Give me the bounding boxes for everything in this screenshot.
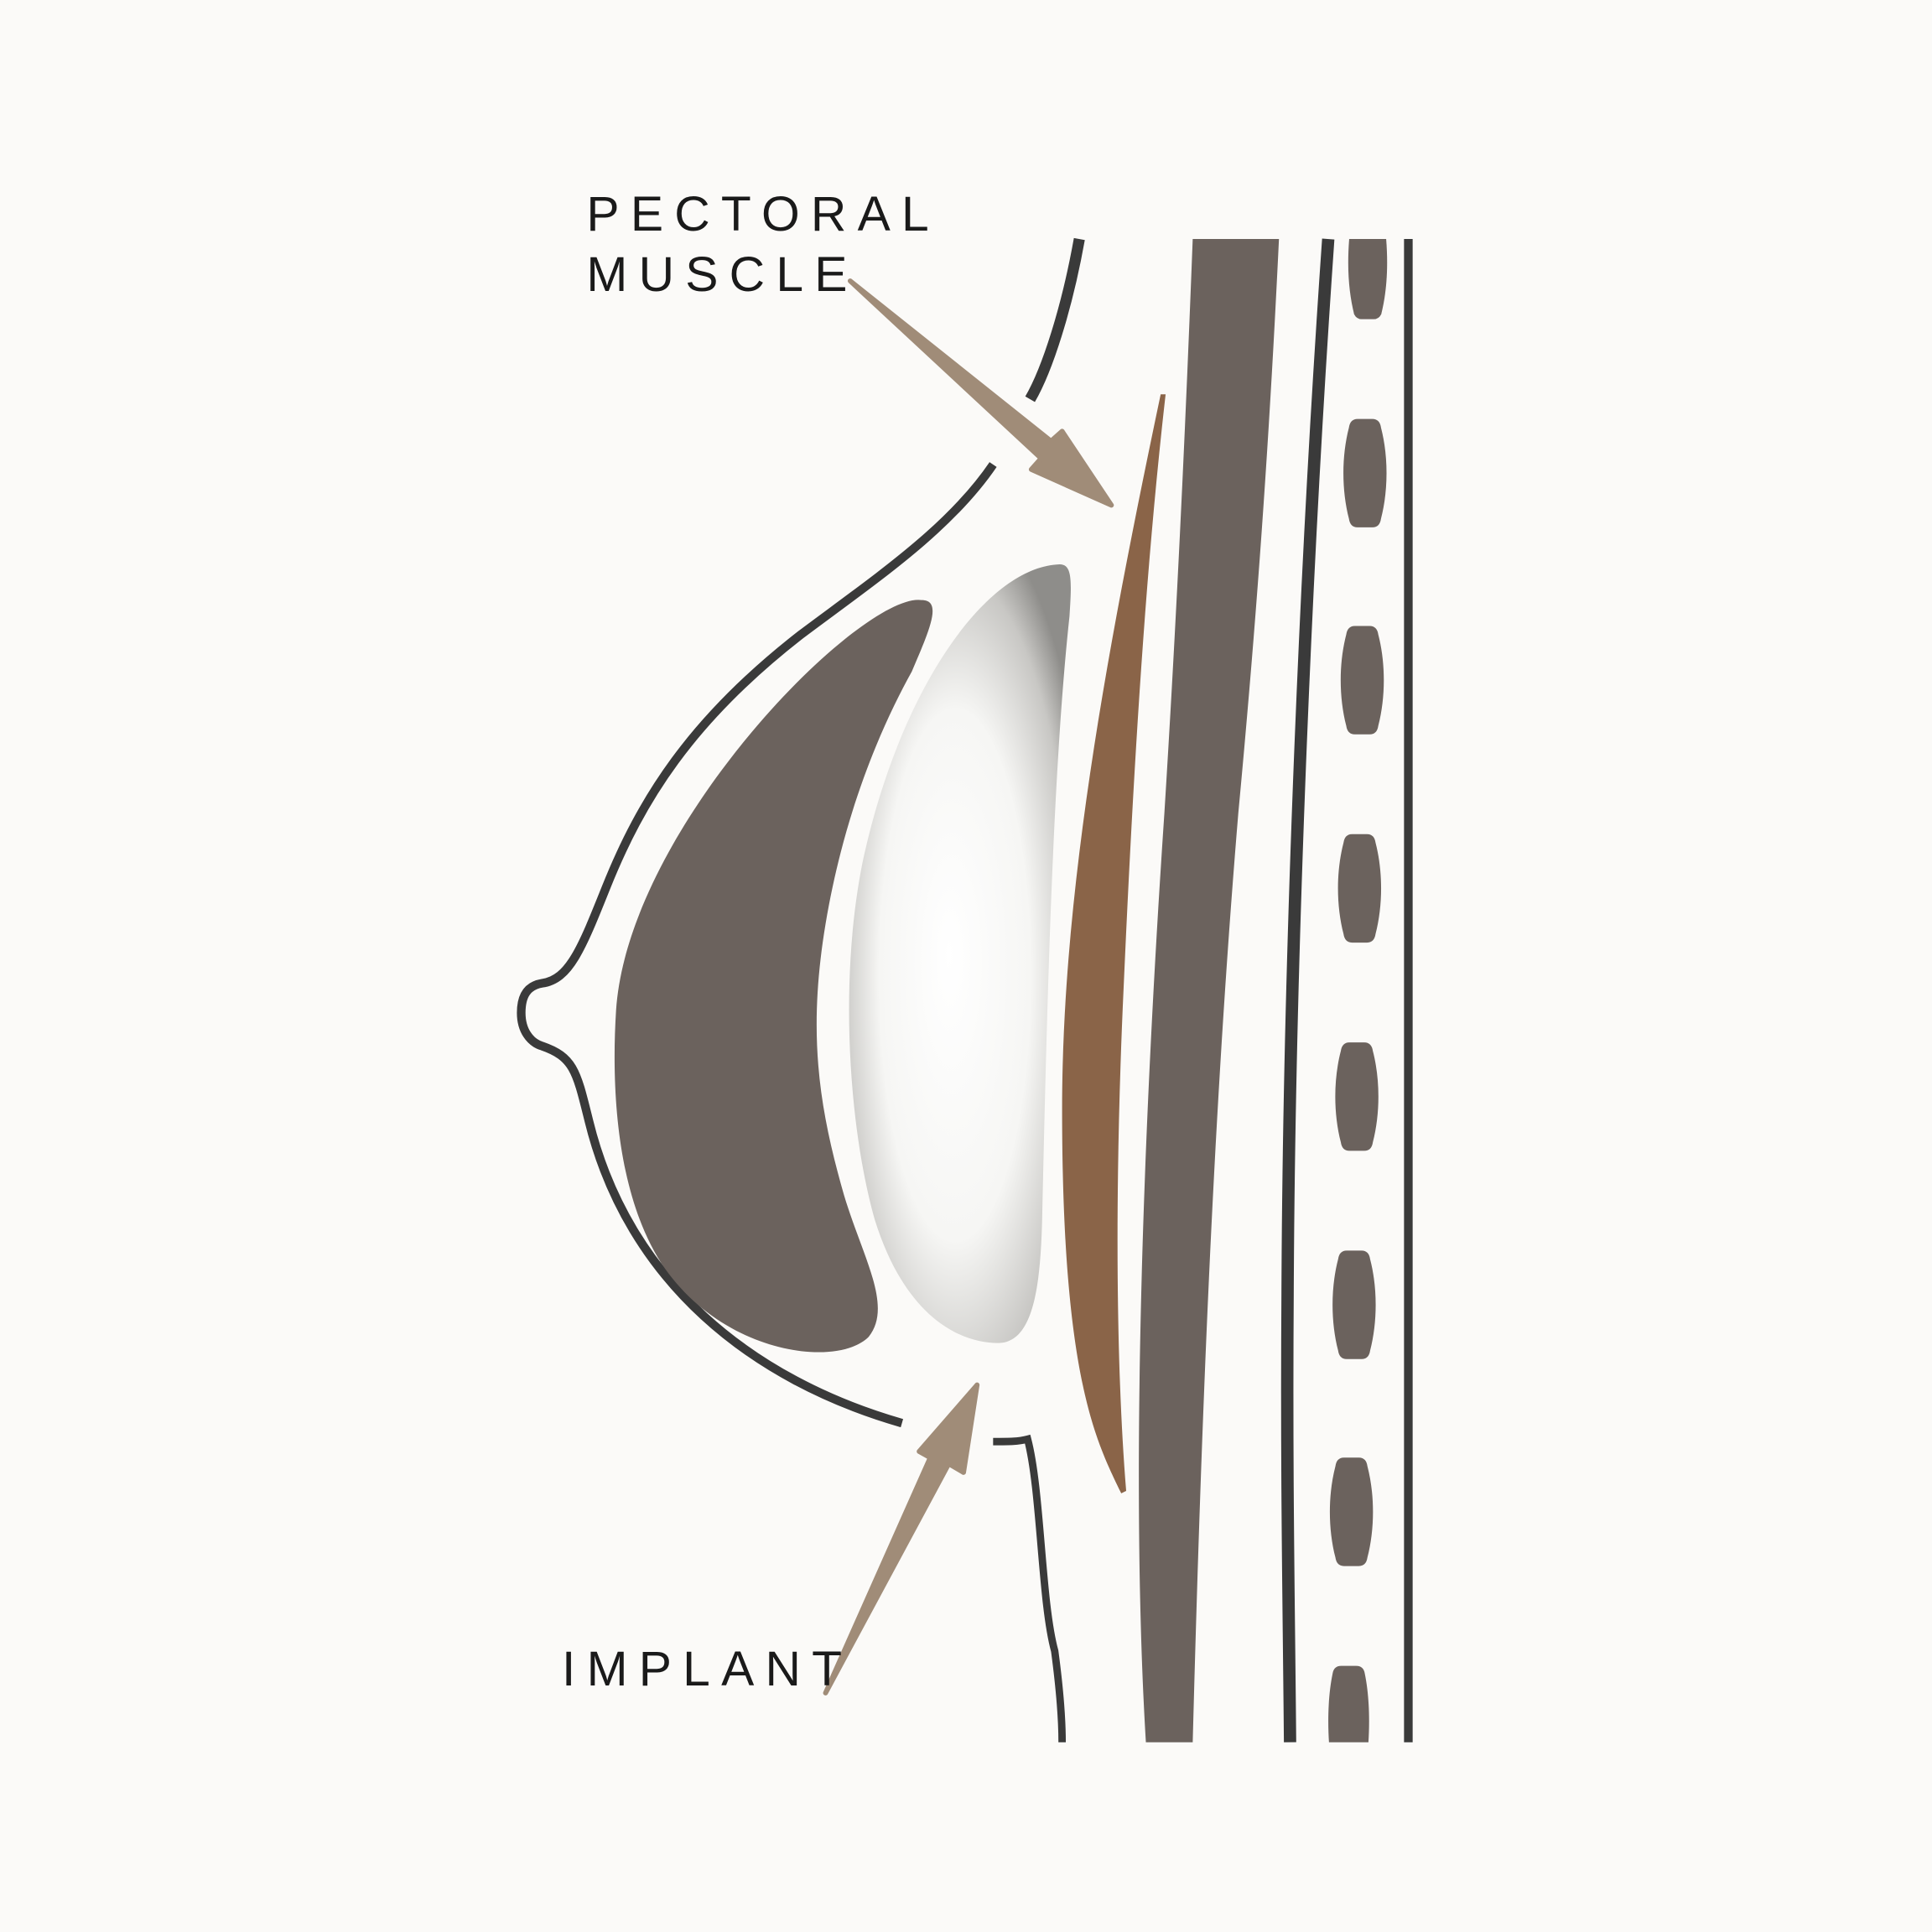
vertebra-block (1329, 1457, 1374, 1566)
chest-wall (1139, 239, 1280, 1742)
implant-arrow (823, 1382, 980, 1696)
vertebra-block (1335, 1042, 1379, 1151)
vertebra-block (1340, 626, 1384, 735)
implant-shape (849, 564, 1071, 1343)
pleura-line (1280, 238, 1335, 1742)
skin-outline (517, 237, 1085, 1742)
implant-label: IMPLANT (562, 1642, 853, 1696)
pectoral-arrow (847, 278, 1114, 508)
vertebra-block (1337, 834, 1382, 943)
pectoral-label-line2: MUSCLE (586, 247, 858, 302)
vertebra-block (1343, 418, 1387, 527)
pectoral-muscle (1062, 394, 1166, 1493)
vertebra-block (1328, 1665, 1369, 1742)
vertebra-block (1348, 239, 1388, 319)
vertebrae (1328, 239, 1388, 1742)
vertebra-block (1332, 1250, 1376, 1359)
glandular-tissue (614, 600, 933, 1353)
pectoral-label-line1: PECTORAL (586, 187, 939, 242)
